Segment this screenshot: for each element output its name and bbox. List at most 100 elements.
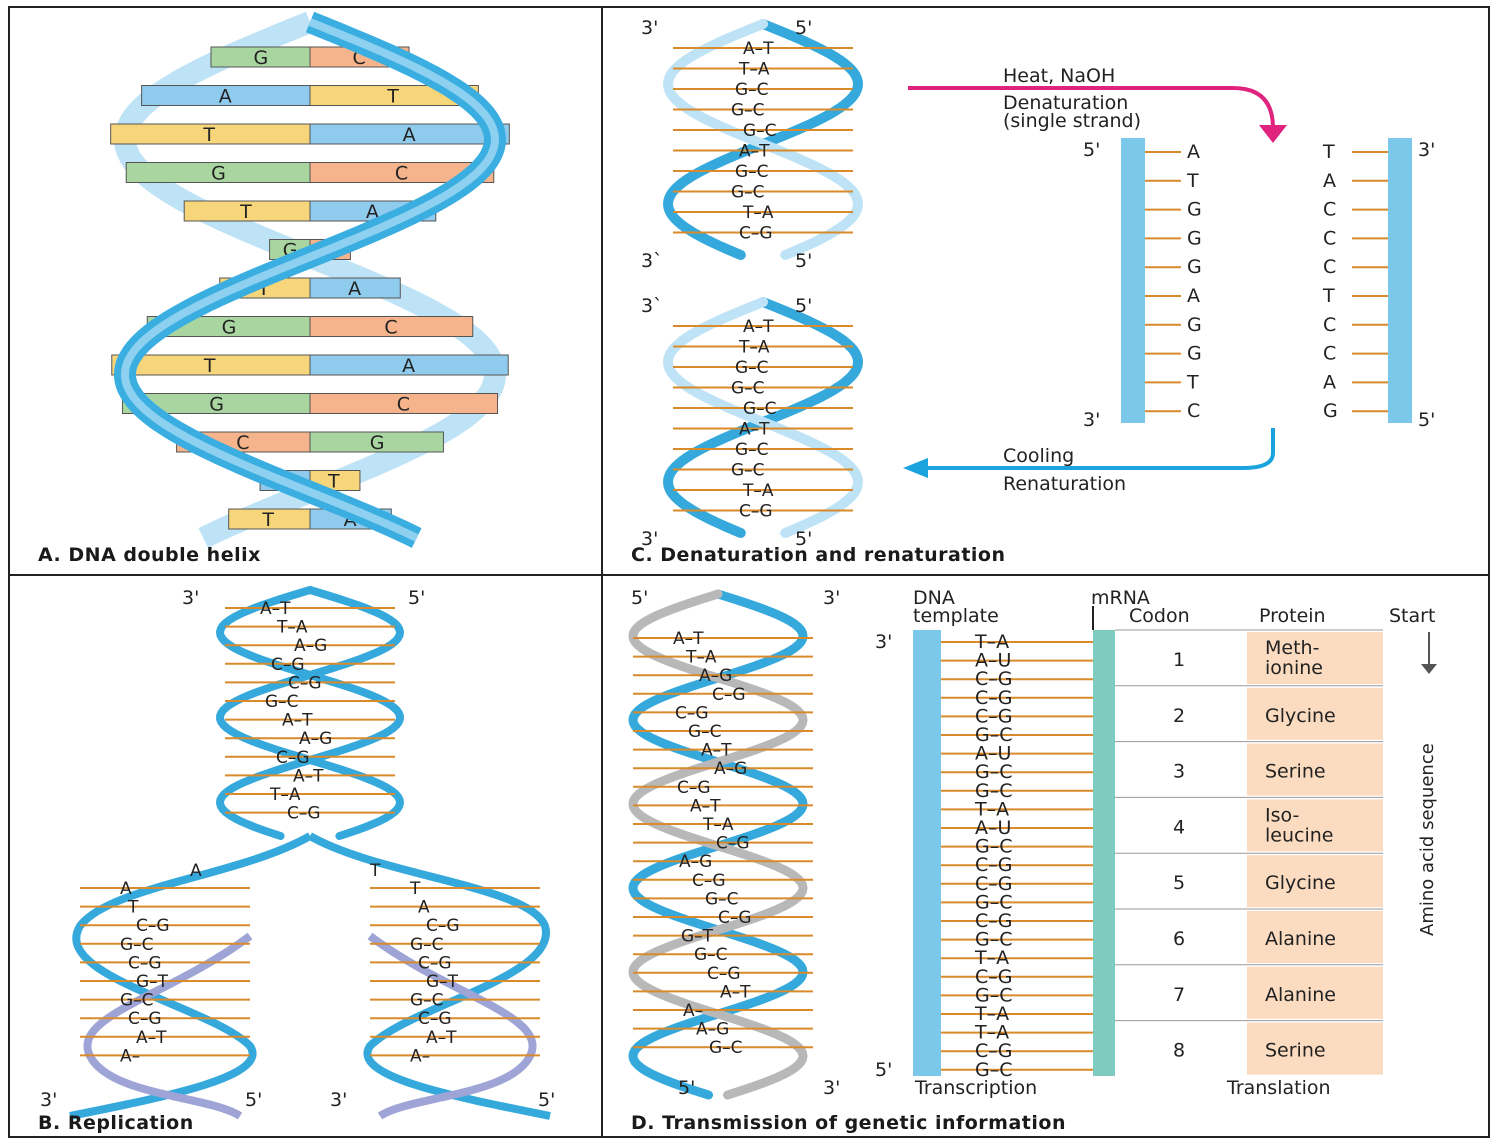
template-pair-label: T–A xyxy=(974,947,1009,969)
strand-2-bottom-label: 5' xyxy=(1418,409,1435,431)
template-pair-label: G–C xyxy=(975,724,1013,746)
helix-pair-label: G–T xyxy=(681,927,714,947)
template-header: template xyxy=(913,605,999,627)
helix-pair-label: C–G xyxy=(707,964,741,984)
replication-diagram: 3'5'A–TT–AA–GC–GC–GG–CA–TA–GC–GA–TT–AC–G… xyxy=(40,586,555,1120)
strand-1-base: G xyxy=(1187,256,1202,278)
mrna-header: mRNA xyxy=(1091,587,1150,609)
template-pair-label: C–G xyxy=(975,1040,1013,1062)
strand-1-base: C xyxy=(1187,400,1200,422)
helix-top-label: 3` xyxy=(641,250,663,272)
helix-pair-label: A–T xyxy=(720,982,751,1002)
helix-label: 5' xyxy=(631,587,648,609)
template-pair-label: G–C xyxy=(975,780,1013,802)
template-pair-label: G–C xyxy=(975,836,1013,858)
pair-label: G–C xyxy=(735,358,769,378)
cool-arrow xyxy=(928,428,1275,470)
strand-2-base: A xyxy=(1323,170,1336,192)
base-label: G xyxy=(253,47,268,69)
protein-name: Meth- xyxy=(1265,637,1319,659)
strand-2-base: T xyxy=(1322,285,1335,307)
pair-label: A–G xyxy=(299,729,332,749)
template-pair-label: T–A xyxy=(974,1022,1009,1044)
codon-number: 2 xyxy=(1173,705,1185,727)
pair-label: G–C xyxy=(743,121,777,141)
base-block xyxy=(309,162,495,183)
panel-c-caption: C. Denaturation and renaturation xyxy=(631,544,1006,566)
pair-label: G–C xyxy=(731,101,765,121)
single-strand-1 xyxy=(1121,138,1145,423)
protein-name: leucine xyxy=(1265,824,1333,846)
helix-pair-label: A–G xyxy=(696,1020,729,1040)
transmission-diagram: 5'3'5'3'A–TT–AA–GC–GC–GG–CA–TA–GC–GA–TT–… xyxy=(628,587,1438,1100)
helix-top-label: 3' xyxy=(641,17,658,39)
helix-pair-label: C–G xyxy=(675,703,709,723)
helix-pair-label: T–A xyxy=(685,648,717,668)
transcription-label: Transcription xyxy=(914,1077,1037,1099)
base-label: A xyxy=(366,201,379,223)
strand-1-base: A xyxy=(1187,141,1200,163)
panel-b-caption: B. Replication xyxy=(38,1112,194,1134)
helix-pair-label: A–G xyxy=(679,852,712,872)
left-daughter-strand xyxy=(69,832,312,1120)
strand-1-base: A xyxy=(1187,285,1200,307)
helix-bottom-strand-2 xyxy=(662,297,864,538)
right-pair-label: G–C xyxy=(410,935,444,955)
start-header: Start xyxy=(1389,605,1435,627)
right-pair-label: G–C xyxy=(410,991,444,1011)
pair-label: G–C xyxy=(731,461,765,481)
left-pair-label: G–C xyxy=(120,991,154,1011)
template-pair-label: A–U xyxy=(975,817,1011,839)
cooling-label: Cooling xyxy=(1003,445,1074,467)
codon-number: 7 xyxy=(1173,984,1185,1006)
pair-label: C–G xyxy=(287,804,321,824)
helix-bottom-label: 5' xyxy=(795,295,812,317)
protein-header: Protein xyxy=(1259,605,1326,627)
right-pair-label: A xyxy=(418,898,430,918)
strand-2-base: C xyxy=(1323,256,1336,278)
helix-top-label: 5' xyxy=(795,17,812,39)
protein-cell xyxy=(1247,1022,1383,1075)
parent-helix-strand-1 xyxy=(216,586,405,840)
protein-cell xyxy=(1247,632,1383,684)
strand-1-base: T xyxy=(1186,371,1199,393)
helix-pair-label: A–G xyxy=(699,666,732,686)
right-pair-label: G–T xyxy=(426,972,459,992)
pair-label: T–A xyxy=(269,785,301,805)
template-pair-label: G–C xyxy=(975,891,1013,913)
panel-d-caption: D. Transmission of genetic information xyxy=(631,1112,1066,1134)
helix-pair-label: C–G xyxy=(692,871,726,891)
helix-pair-label: C–G xyxy=(718,908,752,928)
helix-pair-label: G–C xyxy=(688,722,722,742)
fork-left-label: A xyxy=(190,861,202,881)
pair-label: T–A xyxy=(742,203,774,223)
base-block xyxy=(309,393,499,414)
base-label: C xyxy=(384,317,397,339)
helix-pair-label: C–G xyxy=(677,778,711,798)
heat-arrow xyxy=(908,86,1275,129)
protein-cell xyxy=(1247,911,1383,963)
protein-name: Iso- xyxy=(1265,804,1299,826)
pair-label: C–G xyxy=(276,748,310,768)
template-pair-label: G–C xyxy=(975,984,1013,1006)
base-label: T xyxy=(386,86,399,108)
protein-cell xyxy=(1247,687,1383,740)
protein-cell xyxy=(1247,799,1383,852)
pair-label: G–C xyxy=(735,80,769,100)
pair-label: T–A xyxy=(276,618,308,638)
pair-label: A–T xyxy=(743,317,774,337)
template-pair-label: A–U xyxy=(975,650,1011,672)
base-label: G xyxy=(222,317,237,339)
strand-2-base: G xyxy=(1323,400,1338,422)
helix-pair-label: A– xyxy=(683,1001,703,1021)
template-pair-label: C–G xyxy=(975,910,1013,932)
strand-2-base: T xyxy=(1322,141,1335,163)
template-3prime: 3' xyxy=(875,631,892,653)
template-pair-label: C–G xyxy=(975,873,1013,895)
fork-right-label: T xyxy=(369,861,381,881)
top-right-label: 5' xyxy=(408,587,425,609)
translation-label: Translation xyxy=(1226,1077,1331,1099)
